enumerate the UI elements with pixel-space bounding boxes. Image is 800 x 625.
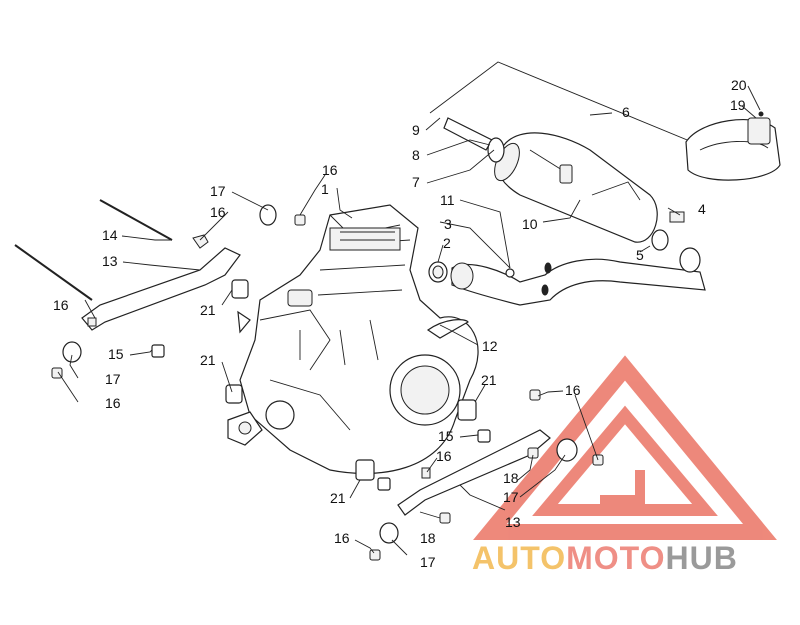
watermark-moto: MOTO: [566, 540, 665, 576]
engine-assembly: [227, 204, 479, 475]
label-11: 11: [440, 192, 455, 208]
label-9: 9: [412, 122, 420, 138]
svg-text:AUTOMOTOHUB: AUTOMOTOHUB: [472, 540, 738, 576]
label-10: 10: [522, 216, 538, 232]
label-16-right: 16: [565, 382, 581, 398]
right-mount-group: [355, 389, 604, 561]
label-8: 8: [412, 147, 420, 163]
label-4: 4: [698, 201, 706, 217]
label-21-upper-left: 21: [200, 302, 216, 318]
label-5: 5: [636, 247, 644, 263]
label-16-center-right: 16: [436, 448, 452, 464]
label-21-left: 21: [200, 352, 216, 368]
label-16-lower-left: 16: [105, 395, 121, 411]
label-21-bottom: 21: [330, 490, 346, 506]
label-16-top: 16: [322, 162, 338, 178]
label-2: 2: [443, 235, 451, 251]
label-3: 3: [444, 216, 452, 232]
label-17-right: 17: [503, 489, 519, 505]
watermark-hub: HUB: [665, 540, 737, 576]
watermark-wordmark: AUTOMOTOHUB: [472, 540, 738, 576]
exhaust-group: [428, 61, 781, 306]
label-18-bottom: 18: [420, 530, 436, 546]
label-13-left: 13: [102, 253, 118, 269]
label-12: 12: [482, 338, 498, 354]
label-17-upper-left: 17: [210, 183, 226, 199]
label-17-bottom: 17: [420, 554, 436, 570]
label-16-upper-left: 16: [210, 204, 226, 220]
watermark-auto: AUTO: [472, 540, 566, 576]
left-mount-group: [14, 199, 306, 404]
label-16-bottom: 16: [334, 530, 350, 546]
label-14: 14: [102, 227, 118, 243]
callout-labels: 1 2 3 4 5 6 7 8 9 10 11 12 13 13 14 15 1…: [53, 77, 747, 570]
label-1: 1: [321, 181, 329, 197]
label-16-left: 16: [53, 297, 69, 313]
label-15-left: 15: [108, 346, 124, 362]
label-19: 19: [730, 97, 746, 113]
leader-lines: [57, 85, 761, 556]
label-17-left: 17: [105, 371, 121, 387]
label-7: 7: [412, 174, 420, 190]
label-13-right: 13: [505, 514, 521, 530]
label-6: 6: [622, 104, 630, 120]
label-20: 20: [731, 77, 747, 93]
label-18-right: 18: [503, 470, 519, 486]
label-15-right: 15: [438, 428, 454, 444]
label-21-right: 21: [481, 372, 497, 388]
